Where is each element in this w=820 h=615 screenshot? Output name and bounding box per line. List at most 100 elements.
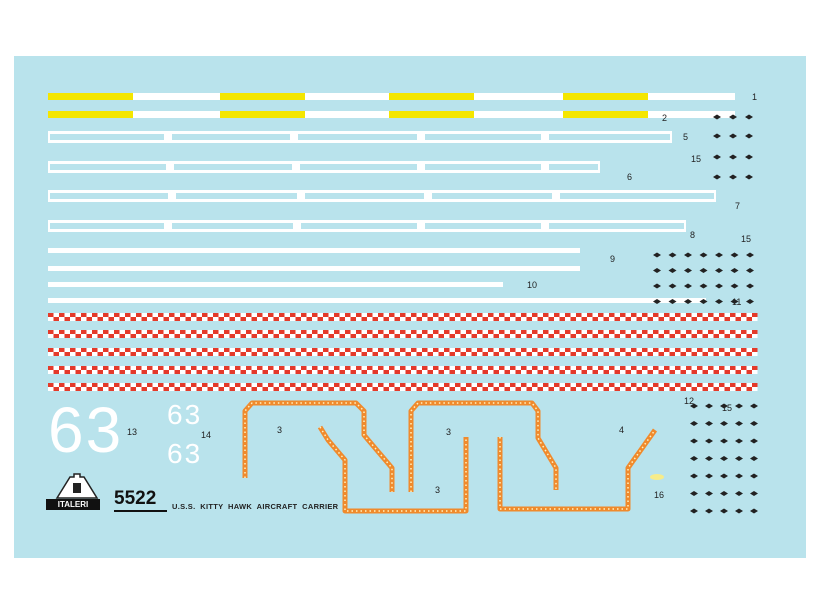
checker-row-1-cell	[548, 317, 554, 321]
checker-row-5-cell	[581, 383, 587, 387]
checker-row-4-cell	[361, 366, 367, 370]
checker-row-1-cell	[466, 317, 472, 321]
checker-row-1-cell	[719, 313, 725, 317]
checker-row-3-cell	[70, 352, 76, 356]
checker-row-1-cell	[565, 313, 571, 317]
checker-row-4-cell	[97, 366, 103, 370]
checker-row-3-cell	[691, 352, 697, 356]
checker-row-4-cell	[636, 366, 642, 370]
checker-row-5-cell	[686, 383, 692, 387]
checker-row-1-cell	[92, 313, 98, 317]
checker-row-2-cell	[372, 334, 378, 338]
checker-row-3-cell	[367, 352, 373, 356]
decal-number-9: 9	[610, 254, 616, 264]
checker-row-1-cell	[691, 313, 697, 317]
checker-row-2-cell	[174, 334, 180, 338]
checker-row-2-cell	[114, 330, 120, 334]
checker-row-2-cell	[323, 334, 329, 338]
checker-row-4-cell	[614, 370, 620, 374]
checker-row-1-cell	[356, 317, 362, 321]
mark-15a	[713, 174, 721, 180]
checker-row-5-cell	[433, 387, 439, 391]
foul-line-3a	[242, 400, 395, 492]
checker-row-2-cell	[103, 330, 109, 334]
checker-row-1-cell	[444, 313, 450, 317]
checker-row-3-cell	[328, 348, 334, 352]
checker-row-3-cell	[152, 352, 158, 356]
checker-row-2-cell	[598, 334, 604, 338]
checker-row-5-cell	[229, 383, 235, 387]
checker-row-1-cell	[290, 317, 296, 321]
checker-row-4-cell	[565, 370, 571, 374]
checker-row-3-cell	[653, 348, 659, 352]
checker-row-3-cell	[246, 348, 252, 352]
checker-row-3-cell	[669, 352, 675, 356]
checker-row-3-cell	[251, 352, 257, 356]
checker-row-1-cell	[328, 317, 334, 321]
checker-row-1-cell	[136, 317, 142, 321]
checker-row-2-cell	[653, 334, 659, 338]
checker-row-5-cell	[422, 383, 428, 387]
checker-row-3-cell	[477, 348, 483, 352]
checker-row-2-cell	[735, 330, 741, 334]
checker-row-1-cell	[339, 313, 345, 317]
deck-line-2-seg	[563, 111, 648, 118]
mark-15b	[715, 283, 723, 289]
checker-row-2-cell	[394, 334, 400, 338]
checker-row-2-cell	[510, 330, 516, 334]
checker-row-4-cell	[141, 370, 147, 374]
checker-row-1-cell	[708, 313, 714, 317]
checker-row-2-cell	[130, 330, 136, 334]
checker-row-5-cell	[488, 383, 494, 387]
mark-15c	[705, 456, 713, 461]
deck-line-7-inner	[50, 193, 168, 199]
checker-row-3-cell	[86, 352, 92, 356]
checker-row-2-cell	[290, 334, 296, 338]
checker-row-1-cell	[394, 317, 400, 321]
checker-row-2-cell	[647, 334, 653, 338]
checker-row-1-cell	[405, 317, 411, 321]
checker-row-1-cell	[515, 317, 521, 321]
caption: U.S.S. KITTY HAWK AIRCRAFT CARRIER	[172, 502, 339, 511]
checker-row-2-cell	[493, 334, 499, 338]
decal-number-3c: 3	[435, 485, 441, 495]
checker-row-2-cell	[730, 330, 736, 334]
checker-row-3-cell	[664, 348, 670, 352]
checker-row-1-cell	[125, 313, 131, 317]
checker-row-1-cell	[741, 317, 747, 321]
checker-row-1-cell	[119, 313, 125, 317]
checker-row-2-cell	[356, 330, 362, 334]
checker-row-4-cell	[86, 370, 92, 374]
checker-row-2-cell	[477, 330, 483, 334]
checker-row-2-cell	[702, 330, 708, 334]
deck-line-8-inner	[425, 223, 541, 229]
checker-row-2-cell	[202, 334, 208, 338]
checker-row-2-cell	[108, 334, 114, 338]
mark-15b	[668, 252, 677, 258]
mark-15c	[750, 473, 758, 479]
checker-row-3-cell	[581, 348, 587, 352]
decal-number-15c: 15	[722, 403, 733, 413]
checker-row-3-cell	[108, 352, 114, 356]
checker-row-3-cell	[136, 352, 142, 356]
checker-row-5-cell	[246, 387, 252, 391]
checker-row-3-cell	[730, 352, 736, 356]
checker-row-4-cell	[301, 366, 307, 370]
checker-row-5-cell	[730, 387, 736, 391]
checker-row-2-cell	[598, 330, 604, 334]
checker-row-3-cell	[262, 348, 268, 352]
checker-row-5-cell	[631, 387, 637, 391]
checker-row-1-cell	[147, 317, 153, 321]
checker-row-1-cell	[416, 317, 422, 321]
checker-row-4-cell	[686, 366, 692, 370]
checker-row-2-cell	[400, 334, 406, 338]
checker-row-5-cell	[191, 383, 197, 387]
checker-row-1-cell	[642, 313, 648, 317]
mark-15a	[745, 174, 753, 180]
checker-row-3-cell	[713, 348, 719, 352]
checker-row-3-cell	[147, 352, 153, 356]
checker-row-4-cell	[75, 370, 81, 374]
checker-row-5-cell	[119, 387, 125, 391]
checker-row-4-cell	[202, 370, 208, 374]
checker-row-5-cell	[240, 387, 246, 391]
